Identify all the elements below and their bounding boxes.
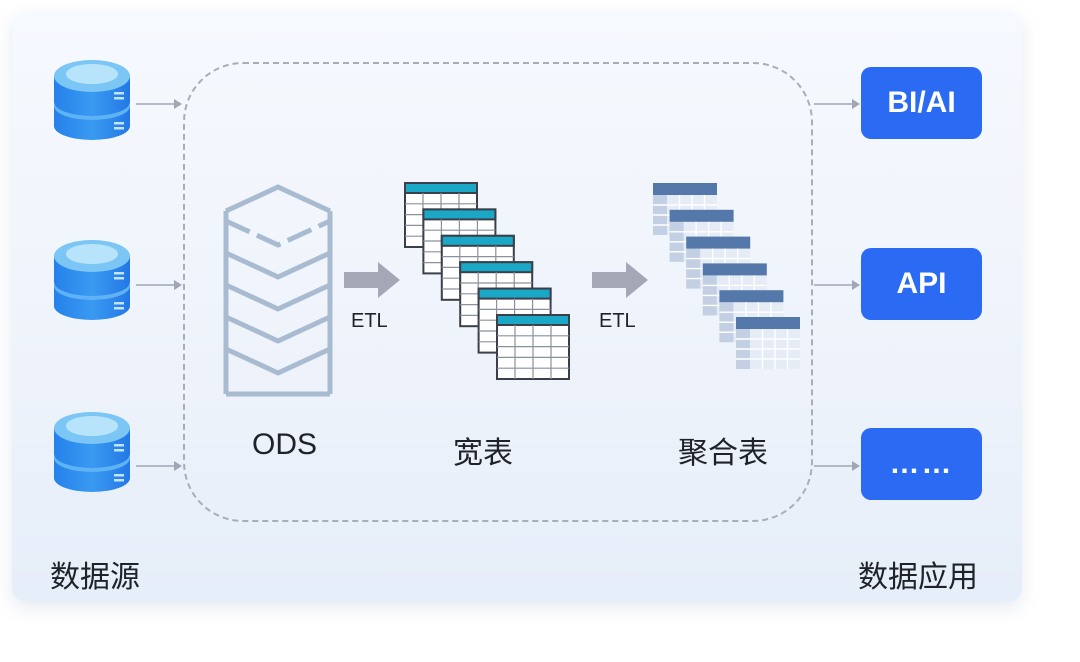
output-arrow: [814, 284, 852, 286]
source-arrow: [136, 284, 174, 286]
database-icon: [52, 52, 132, 148]
aggregated-table-stack-icon: [652, 182, 804, 374]
etl-label: ETL: [351, 310, 388, 332]
source-arrow-head: [174, 99, 182, 109]
output-arrow: [814, 465, 852, 467]
source-arrow-head: [174, 461, 182, 471]
data-sources-label: 数据源: [50, 560, 140, 595]
wide-table-label: 宽表: [453, 436, 513, 471]
right-arrow-icon: [344, 262, 400, 298]
database-icon: [52, 232, 132, 328]
stacked-layers-icon: [222, 183, 334, 398]
output-arrow-head: [852, 461, 860, 471]
output-arrow-head: [852, 99, 860, 109]
source-arrow: [136, 103, 174, 105]
source-arrow: [136, 465, 174, 467]
data-applications-label: 数据应用: [858, 560, 978, 595]
right-arrow-icon: [592, 262, 648, 298]
api-button[interactable]: API: [861, 248, 982, 320]
ods-label: ODS: [252, 428, 318, 461]
aggregate-table-label: 聚合表: [678, 436, 768, 471]
database-icon: [52, 404, 132, 500]
source-arrow-head: [174, 280, 182, 290]
output-arrow-head: [852, 280, 860, 290]
processing-boundary: [183, 62, 813, 522]
more-apps-button[interactable]: ……: [861, 428, 982, 500]
bi-ai-button[interactable]: BI/AI: [861, 67, 982, 139]
table-stack-icon: [404, 182, 572, 380]
output-arrow: [814, 103, 852, 105]
etl-label: ETL: [599, 310, 636, 332]
